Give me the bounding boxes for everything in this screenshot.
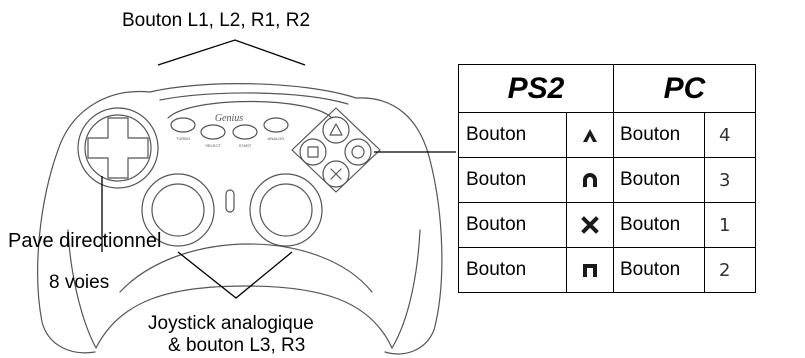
square-icon xyxy=(566,247,614,293)
controller-body xyxy=(37,83,443,355)
table-row: Bouton Bouton 4 xyxy=(458,112,756,158)
ps2-button-label: Bouton xyxy=(458,202,567,248)
ps2-button-label: Bouton xyxy=(458,157,567,203)
table-header-row: PS2 PC xyxy=(458,64,756,113)
start-label: START xyxy=(239,143,252,148)
pc-button-number: 3 xyxy=(704,157,756,203)
dpad-label: Pave directionnel xyxy=(8,230,162,252)
cross-icon xyxy=(566,202,614,248)
select-label: SELECT xyxy=(205,143,221,148)
pc-button-label: Bouton xyxy=(613,202,705,248)
cross-face-button xyxy=(322,160,350,188)
analog-label: ANALOG xyxy=(268,136,285,141)
table-row: Bouton Bouton 1 xyxy=(458,202,756,248)
dpad-graphic xyxy=(77,107,159,189)
ps2-header: PS2 xyxy=(458,64,614,113)
joystick-callout-line xyxy=(177,251,293,299)
pc-button-label: Bouton xyxy=(613,157,705,203)
circle-face-button xyxy=(344,138,372,166)
shoulder-buttons-label: Bouton L1, L2, R1, R2 xyxy=(122,10,311,31)
pc-button-label: Bouton xyxy=(613,112,705,158)
pc-header: PC xyxy=(613,64,756,113)
small-buttons xyxy=(170,117,289,140)
pc-button-number: 1 xyxy=(704,202,756,248)
table-row: Bouton Bouton 3 xyxy=(458,157,756,203)
joystick-label-line1: Joystick analogique xyxy=(148,313,314,334)
pc-button-number: 2 xyxy=(704,247,756,293)
shoulder-callout-line xyxy=(157,39,306,66)
ps2-button-label: Bouton xyxy=(458,112,567,158)
table-row: Bouton Bouton 2 xyxy=(458,247,756,293)
button-mapping-table: PS2 PC Bouton Bouton 4 Bouton Bouton 3 B… xyxy=(458,64,756,293)
led-indicator xyxy=(225,189,235,213)
pc-button-label: Bouton xyxy=(613,247,705,293)
turbo-label: TURBO xyxy=(176,136,190,141)
pc-button-number: 4 xyxy=(704,112,756,158)
square-face-button xyxy=(299,138,327,166)
face-buttons xyxy=(291,107,381,193)
circle-icon xyxy=(566,157,614,203)
left-joystick xyxy=(141,173,215,247)
dpad-ways-label: 8 voies xyxy=(49,272,110,293)
right-joystick xyxy=(249,173,323,247)
joystick-label-line2: & bouton L3, R3 xyxy=(168,335,306,356)
triangle-icon xyxy=(566,112,614,158)
triangle-face-button xyxy=(322,116,350,144)
brand-logo: Genius xyxy=(215,113,243,124)
ps2-button-label: Bouton xyxy=(458,247,567,293)
